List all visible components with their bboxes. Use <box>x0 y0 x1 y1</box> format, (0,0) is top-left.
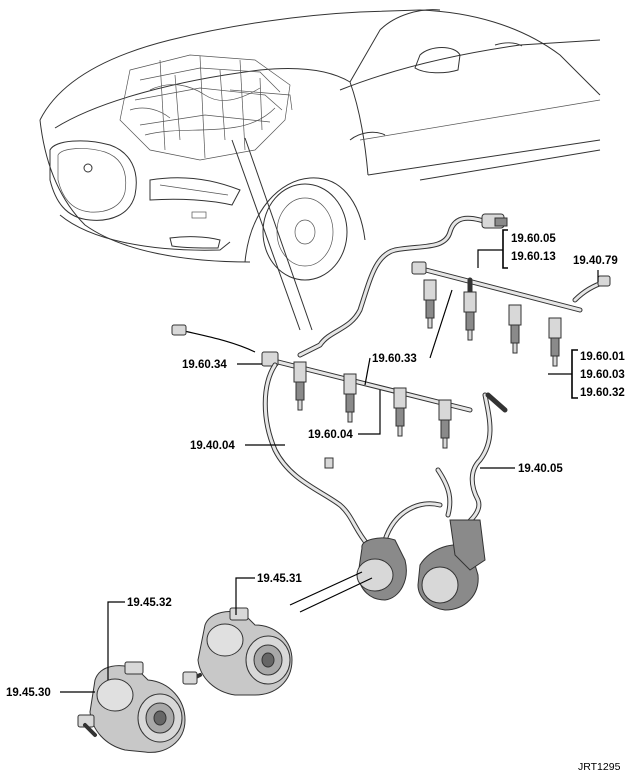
rear-injectors <box>423 279 562 367</box>
label-19-60-34: 19.60.34 <box>182 359 227 371</box>
installed-fuel-pumps <box>356 519 486 611</box>
pump-assembly-left <box>77 661 186 753</box>
label-19-40-05: 19.40.05 <box>518 463 563 475</box>
label-19-60-01: 19.60.01 <box>580 351 625 363</box>
label-19-40-79: 19.40.79 <box>573 255 618 267</box>
fuel-rail-assembly <box>171 213 611 611</box>
callout-labels: 19.60.05 19.60.13 19.40.79 19.60.34 19.6… <box>6 233 625 773</box>
car-illustration <box>39 9 601 331</box>
label-19-60-03: 19.60.03 <box>580 369 625 381</box>
figure-reference: JRT1295 <box>578 761 621 773</box>
label-19-40-04: 19.40.04 <box>190 440 235 452</box>
label-19-60-33: 19.60.33 <box>372 353 417 365</box>
label-19-45-32: 19.45.32 <box>127 597 172 609</box>
label-19-45-31: 19.45.31 <box>257 573 302 585</box>
label-19-45-30: 19.45.30 <box>6 687 51 699</box>
label-19-60-04: 19.60.04 <box>308 429 353 441</box>
callout-lines <box>60 229 599 693</box>
label-19-60-05: 19.60.05 <box>511 233 556 245</box>
front-injectors <box>293 361 452 449</box>
pump-assembly-right <box>182 607 293 696</box>
label-19-60-32: 19.60.32 <box>580 387 625 399</box>
label-19-60-13: 19.60.13 <box>511 251 556 263</box>
